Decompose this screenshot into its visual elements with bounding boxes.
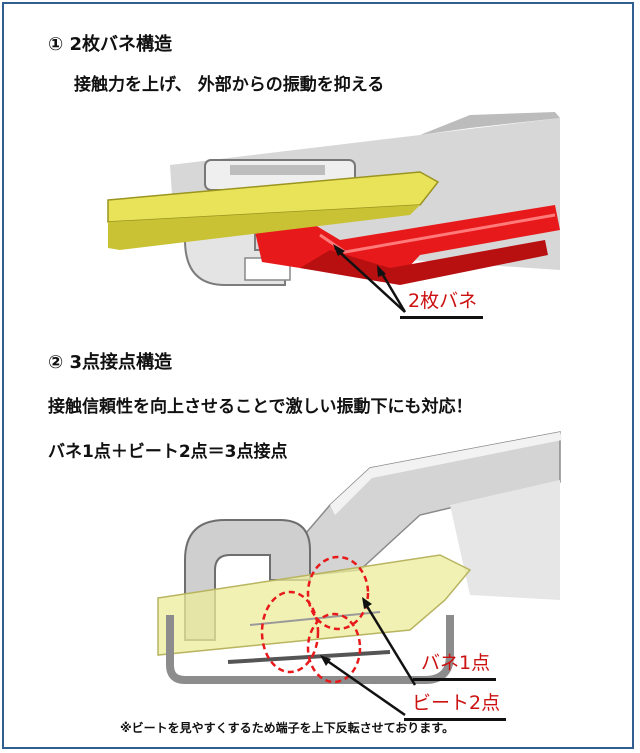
terminal-top-slot <box>230 165 325 175</box>
spring-point-callout: バネ1点 <box>413 650 497 681</box>
terminal-upper-arm-top <box>330 432 562 515</box>
spring-point-arrow-head <box>362 597 372 609</box>
contact-circle-beat-1 <box>260 590 320 674</box>
beat-point-arrow-head <box>320 655 331 666</box>
contact-circle-spring <box>306 555 370 631</box>
callout-arrow-1 <box>334 247 406 313</box>
terminal-top-edge <box>420 112 560 135</box>
section2-title: ② 3点接点構造 <box>48 352 173 373</box>
callout-arrow-2 <box>378 269 407 313</box>
section1-title: ① 2枚バネ構造 <box>48 34 173 55</box>
footnote: ※ビートを見やすくするため端子を上下反転させております。 <box>120 721 455 735</box>
spring-point-arrow <box>363 602 417 686</box>
section2-formula: バネ1点＋ビート2点＝3点接点 <box>48 442 288 462</box>
pin-edge-line <box>249 611 381 626</box>
yellow-pin-top <box>107 171 440 223</box>
arrow-head-1 <box>333 244 345 256</box>
spring-highlight <box>319 213 556 254</box>
section2-description: 接触信頼性を向上させることで激しい振動下にも対応！ <box>48 397 473 417</box>
terminal-curl-hook <box>184 519 311 641</box>
terminal-right-body <box>450 480 560 600</box>
translucent-pin <box>157 554 472 656</box>
beat-point-callout: ビート2点 <box>404 690 507 721</box>
beat-point-arrow <box>325 658 406 717</box>
section1-subtitle: 接触力を上げ、 外部からの振動を抑える <box>74 75 385 95</box>
two-spring-callout: 2枚バネ <box>400 288 484 319</box>
terminal-base-plate <box>166 615 454 684</box>
contact-circle-beat-2 <box>306 612 362 684</box>
yellow-pin-side <box>108 205 420 250</box>
arrow-head-2 <box>377 265 386 277</box>
